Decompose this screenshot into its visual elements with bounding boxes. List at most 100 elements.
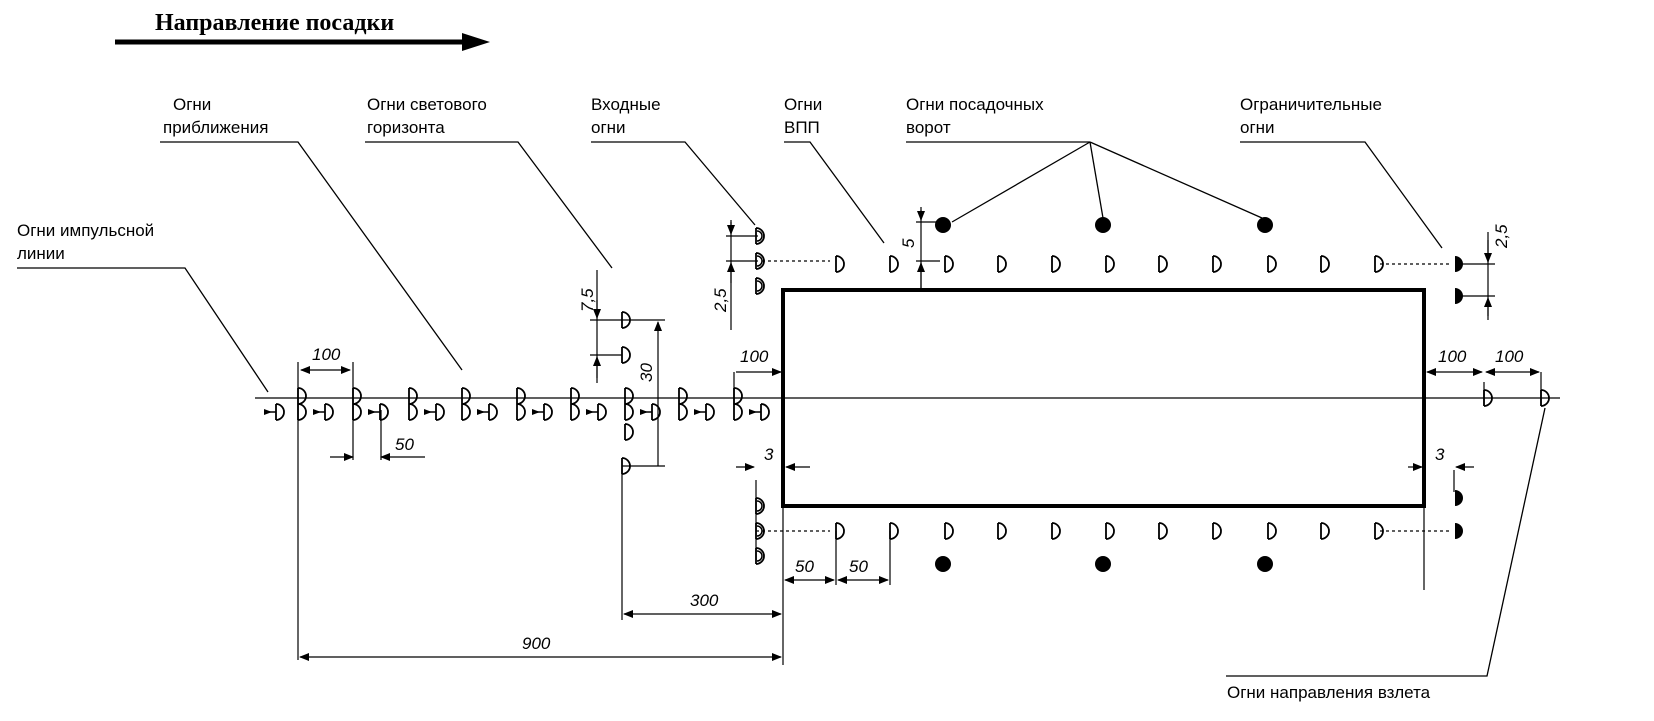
svg-text:Огни: Огни [784,95,822,114]
approach-light [352,387,362,405]
svg-text:ворот: ворот [906,118,951,137]
threshold-light-inner [756,280,763,292]
svg-text:ВПП: ВПП [784,118,820,137]
approach-light [570,403,580,421]
impulse-light [324,403,334,421]
runway-edge-light [1212,255,1222,273]
runway-edge-light [944,522,954,540]
label-horizon: Огни светового горизонта [367,95,487,137]
approach-light [461,387,471,405]
svg-text:Огни посадочных: Огни посадочных [906,95,1044,114]
dim-touchdown-offset: 5 [899,238,918,248]
impulse-light [435,403,445,421]
approach-light [408,387,418,405]
approach-light [733,403,743,421]
label-touchdown: Огни посадочных ворот [906,95,1044,137]
approach-light [461,403,471,421]
label-approach: Огни приближения [163,95,268,137]
runway-edge-light [1051,522,1061,540]
impulse-light [760,403,770,421]
svg-text:Ограничительные: Ограничительные [1240,95,1382,114]
dim-horizon-offset: 7,5 [578,288,597,312]
impulse-light [543,403,553,421]
runway-edge-light [1320,255,1330,273]
approach-light [624,423,634,441]
approach-light [678,403,688,421]
runway-edge-light [1158,522,1168,540]
end-light [1455,523,1463,539]
runway-edge-light [889,255,899,273]
dim-edge-offset-right: 3 [1435,445,1445,464]
runway-edge-light [1105,255,1115,273]
label-end: Ограничительные огни [1240,95,1382,137]
svg-text:линии: линии [17,244,65,263]
end-light [1455,490,1463,506]
svg-text:горизонта: горизонта [367,118,445,137]
runway-edge-light [1267,255,1277,273]
svg-text:огни: огни [1240,118,1275,137]
runway-edge-light [997,522,1007,540]
dim-threshold-offset: 2,5 [711,288,730,313]
approach-light [624,403,634,421]
approach-light [678,387,688,405]
label-impulse: Огни импульсной линии [17,221,154,263]
runway-edge-light [944,255,954,273]
dim-horizon-to-threshold: 300 [690,591,719,610]
impulse-light [379,403,389,421]
threshold-light [755,277,765,295]
touchdown-light [1257,217,1273,233]
threshold-light-inner [756,550,763,562]
threshold-light-inner [756,500,763,512]
dim-runway-to-takeoff1: 100 [1438,347,1467,366]
runway-edge-light [1267,522,1277,540]
runway-edge-light [1051,255,1061,273]
approach-light [516,387,526,405]
touchdown-light [935,556,951,572]
approach-light [570,387,580,405]
runway-edge-light [997,255,1007,273]
threshold-light-inner [756,525,763,537]
title: Направление посадки [155,10,394,36]
dim-threshold-to-runway: 100 [740,347,769,366]
approach-light [733,387,743,405]
approach-light [516,403,526,421]
svg-text:приближения: приближения [163,118,268,137]
approach-light [408,403,418,421]
svg-text:Огни: Огни [173,95,211,114]
runway-edge-light [1320,522,1330,540]
runway-edge-light [835,522,845,540]
horizon-light [621,346,631,364]
impulse-light [597,403,607,421]
touchdown-light [1095,217,1111,233]
label-threshold: Входные огни [591,95,661,137]
runway-edge-light [1212,522,1222,540]
end-light [1455,256,1463,272]
touchdown-light [935,217,951,233]
dimension-lines [297,207,1542,665]
dim-runway-light-spacing-2: 50 [849,557,868,576]
dim-end-offset: 2,5 [1492,224,1511,249]
impulse-light [651,403,661,421]
runway-edge-light [889,522,899,540]
approach-light [352,403,362,421]
leader-lines [17,141,1546,677]
dim-approach-spacing: 100 [312,345,341,364]
threshold-light-inner [756,255,763,267]
dim-takeoff-spacing: 100 [1495,347,1524,366]
touchdown-light [1257,556,1273,572]
svg-text:Входные: Входные [591,95,661,114]
dim-horizon-width: 30 [637,363,656,382]
touchdown-light [1095,556,1111,572]
landing-direction-arrow [115,33,490,51]
label-runway: Огни ВПП [784,95,822,137]
lights [264,217,1550,572]
approach-light [624,387,634,405]
label-takeoff: Огни направления взлета [1227,683,1431,702]
impulse-light [705,403,715,421]
impulse-light [488,403,498,421]
approach-light [297,387,307,405]
dim-edge-offset-left: 3 [764,445,774,464]
runway-edge-light [1158,255,1168,273]
svg-text:Огни импульсной: Огни импульсной [17,221,154,240]
